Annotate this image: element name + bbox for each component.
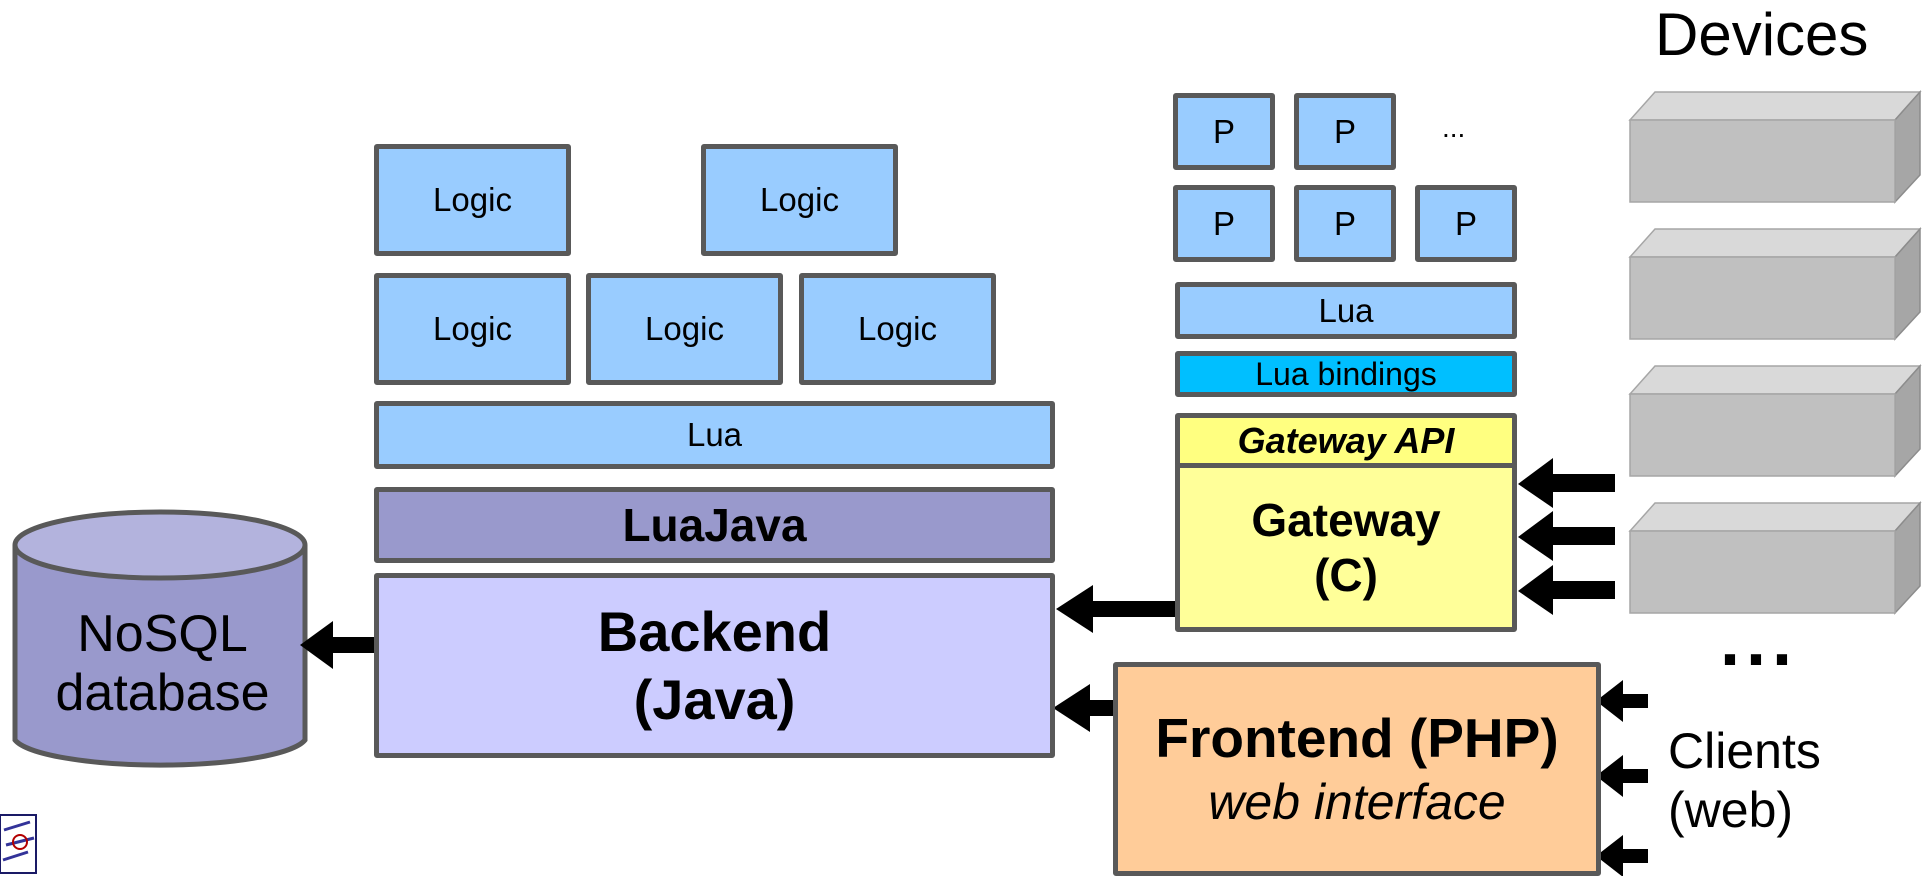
lua-label: Lua <box>686 416 743 453</box>
device-box <box>1628 227 1922 341</box>
devices-label: Devices <box>1655 1 1869 68</box>
frontend-box: Frontend (PHP) web interface <box>1113 662 1601 876</box>
luajava-label: LuaJava <box>622 499 807 551</box>
arrow-device-to-gateway <box>1518 511 1615 561</box>
p-box: P <box>1173 185 1275 262</box>
arrow-client-to-frontend <box>1596 680 1648 722</box>
database-cylinder <box>12 509 308 768</box>
clients-line2: (web) <box>1668 782 1794 838</box>
lua-label: Lua <box>1318 291 1374 329</box>
logic-label: Logic <box>433 310 512 347</box>
p-label: P <box>1333 204 1356 242</box>
database-line1: NoSQL <box>77 605 248 663</box>
p-label: P <box>1212 204 1235 242</box>
device-box <box>1628 90 1922 204</box>
database-label: NoSQL database <box>20 605 305 723</box>
logic-label: Logic <box>645 310 724 347</box>
logo-emblem <box>0 814 37 874</box>
logic-box: Logic <box>799 273 996 385</box>
arrow-device-to-gateway <box>1518 458 1615 508</box>
arrow-client-to-frontend <box>1596 835 1648 876</box>
backend-title: Backend <box>597 600 832 664</box>
logic-label: Logic <box>858 310 937 347</box>
p-label: P <box>1212 112 1235 150</box>
arrow-device-to-gateway <box>1518 565 1615 615</box>
devices-ellipsis: ... <box>1720 601 1799 681</box>
p-box: P <box>1294 93 1396 170</box>
device-box <box>1628 364 1922 478</box>
gateway-lua-layer: Lua <box>1175 282 1517 339</box>
logic-box: Logic <box>374 144 571 256</box>
backend-box: Backend (Java) <box>374 573 1055 758</box>
p-box: P <box>1173 93 1275 170</box>
clients-line1: Clients <box>1668 723 1821 779</box>
lua-bindings-label: Lua bindings <box>1255 355 1437 392</box>
backend-language: (Java) <box>633 667 796 731</box>
gateway-language: (C) <box>1314 548 1378 601</box>
frontend-title: Frontend (PHP) <box>1155 706 1559 769</box>
logic-label: Logic <box>760 181 839 218</box>
p-label: P <box>1454 204 1477 242</box>
arrow-gateway-to-backend <box>1056 585 1178 633</box>
gateway-title: Gateway <box>1251 494 1441 547</box>
luajava-layer: LuaJava <box>374 487 1055 563</box>
gateway-box: Gateway (C) <box>1175 463 1517 632</box>
device-box <box>1628 501 1922 615</box>
gateway-api-layer: Gateway API <box>1175 413 1517 468</box>
logic-box: Logic <box>701 144 898 256</box>
arrow-backend-to-database <box>300 621 378 669</box>
logic-box: Logic <box>586 273 783 385</box>
p-box: P <box>1415 185 1517 262</box>
gateway-api-label: Gateway API <box>1237 419 1455 461</box>
logic-label: Logic <box>433 181 512 218</box>
p-box: P <box>1294 185 1396 262</box>
lua-bindings-layer: Lua bindings <box>1175 351 1517 397</box>
frontend-subtitle: web interface <box>1208 774 1506 831</box>
logic-box: Logic <box>374 273 571 385</box>
p-ellipsis: ... <box>1442 112 1466 143</box>
backend-lua-layer: Lua <box>374 401 1055 469</box>
clients-label: Clients (web) <box>1668 722 1821 840</box>
arrow-frontend-to-backend <box>1053 684 1115 732</box>
database-line2: database <box>55 663 270 722</box>
arrow-client-to-frontend <box>1596 755 1648 797</box>
p-label: P <box>1333 112 1356 150</box>
